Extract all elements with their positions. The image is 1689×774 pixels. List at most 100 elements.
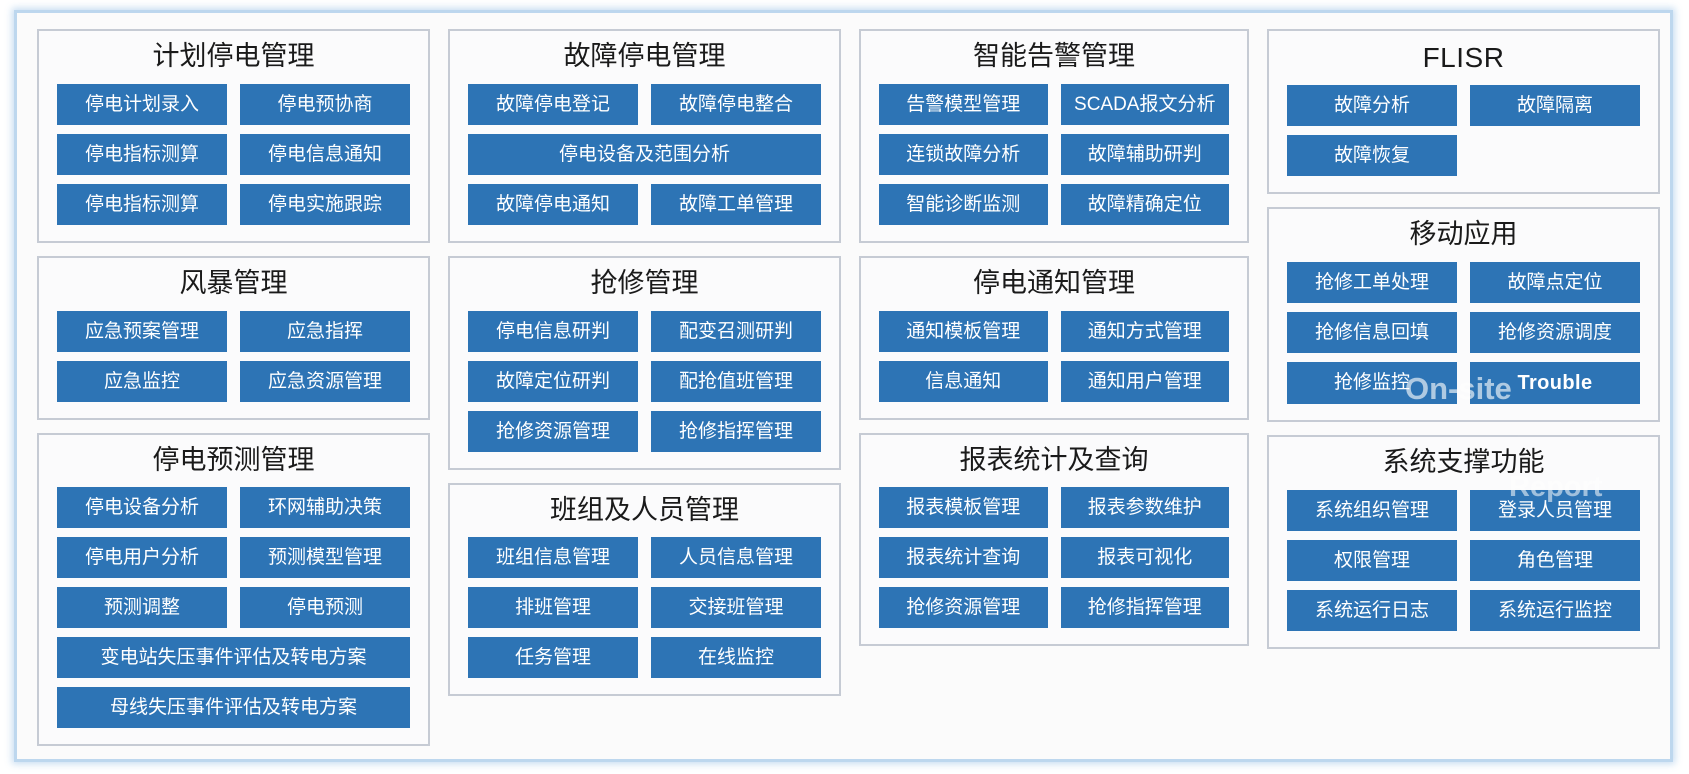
module-button[interactable]: 配变召测研判 [651, 310, 821, 352]
module-button[interactable]: 变电站失压事件评估及转电方案 [57, 637, 410, 679]
module-column: FLISR 故障分析故障隔离故障恢复移动应用抢修工单处理故障点定位抢修信息回填抢修… [1267, 29, 1660, 746]
module-panel: 智能告警管理告警模型管理 SCADA报文分析连锁故障分析故障辅助研判智能诊断监测故… [859, 29, 1249, 243]
module-button[interactable]: 抢修资源管理 [468, 410, 638, 452]
module-button[interactable]: Trouble [1470, 361, 1640, 404]
panel-title: 停电通知管理 [973, 267, 1135, 298]
module-button[interactable]: 通知模板管理 [879, 310, 1048, 352]
module-button[interactable]: 系统运行日志 [1287, 589, 1457, 631]
module-button[interactable]: 抢修指挥管理 [651, 410, 821, 452]
module-panel: FLISR 故障分析故障隔离故障恢复 [1267, 29, 1660, 194]
module-button[interactable]: 故障定位研判 [468, 360, 638, 402]
module-button[interactable]: 故障停电整合 [651, 83, 821, 125]
module-button[interactable]: 交接班管理 [651, 587, 821, 629]
module-button[interactable]: 配抢值班管理 [651, 360, 821, 402]
module-button[interactable]: 故障辅助研判 [1060, 133, 1229, 175]
module-button[interactable]: 报表可视化 [1060, 537, 1229, 579]
module-panel: 计划停电管理停电计划录入停电预协商停电指标测算停电信息通知停电指标测算停电实施跟… [37, 29, 430, 243]
module-panel: 故障停电管理故障停电登记故障停电整合停电设备及范围分析故障停电通知故障工单管理 [448, 29, 841, 243]
module-button[interactable]: 应急预案管理 [57, 310, 227, 352]
panel-button-grid: 停电设备分析环网辅助决策停电用户分析预测模型管理预测调整停电预测变电站失压事件评… [57, 487, 410, 729]
module-button[interactable]: 通知方式管理 [1060, 310, 1229, 352]
module-button[interactable]: 报表参数维护 [1060, 487, 1229, 529]
module-button[interactable]: 应急指挥 [240, 310, 410, 352]
module-button[interactable]: 停电计划录入 [57, 83, 227, 125]
module-button[interactable]: 排班管理 [468, 587, 638, 629]
module-button[interactable]: 应急资源管理 [240, 360, 410, 402]
module-button[interactable]: 登录人员管理 [1470, 489, 1640, 531]
module-button[interactable]: 停电设备及范围分析 [468, 133, 821, 175]
module-button[interactable]: 报表模板管理 [879, 487, 1048, 529]
module-panel: 风暴管理应急预案管理应急指挥应急监控应急资源管理 [37, 255, 430, 420]
module-button[interactable]: 通知用户管理 [1060, 360, 1229, 402]
panel-button-grid: 报表模板管理报表参数维护报表统计查询报表可视化抢修资源管理抢修指挥管理 [879, 487, 1229, 629]
module-column: 故障停电管理故障停电登记故障停电整合停电设备及范围分析故障停电通知故障工单管理抢… [448, 29, 841, 746]
module-button[interactable]: 在线监控 [651, 637, 821, 679]
panel-button-grid: 告警模型管理 SCADA报文分析连锁故障分析故障辅助研判智能诊断监测故障精确定位 [879, 83, 1229, 225]
module-button[interactable]: 告警模型管理 [879, 83, 1048, 125]
panel-title: 停电预测管理 [152, 444, 315, 475]
module-button[interactable]: 故障恢复 [1287, 135, 1457, 176]
module-button[interactable]: 停电预测 [240, 587, 410, 629]
module-button[interactable]: 抢修指挥管理 [1060, 587, 1229, 629]
panel-title: 抢修管理 [590, 267, 699, 298]
panel-button-grid: 班组信息管理人员信息管理排班管理交接班管理任务管理在线监控 [468, 537, 821, 679]
module-button[interactable]: 人员信息管理 [651, 537, 821, 579]
module-button[interactable]: 停电指标测算 [57, 183, 227, 225]
module-button[interactable]: 停电信息研判 [468, 310, 638, 352]
module-button[interactable]: 故障停电登记 [468, 83, 638, 125]
module-button[interactable]: 报表统计查询 [879, 537, 1048, 579]
module-column: 智能告警管理告警模型管理 SCADA报文分析连锁故障分析故障辅助研判智能诊断监测故… [859, 29, 1249, 746]
module-panel: 停电预测管理停电设备分析环网辅助决策停电用户分析预测模型管理预测调整停电预测变电… [37, 432, 430, 747]
module-button[interactable]: 抢修监控 [1287, 361, 1457, 404]
outer-frame: 计划停电管理停电计划录入停电预协商停电指标测算停电信息通知停电指标测算停电实施跟… [14, 10, 1673, 762]
module-panel: 报表统计及查询报表模板管理报表参数维护报表统计查询报表可视化抢修资源管理抢修指挥… [859, 432, 1249, 647]
module-button[interactable]: 故障隔离 [1470, 85, 1640, 126]
module-column: 计划停电管理停电计划录入停电预协商停电指标测算停电信息通知停电指标测算停电实施跟… [37, 29, 430, 747]
panel-button-grid: 停电信息研判配变召测研判故障定位研判配抢值班管理抢修资源管理抢修指挥管理 [468, 310, 821, 452]
module-button[interactable]: 抢修工单处理 [1287, 261, 1457, 303]
module-button[interactable]: 故障分析 [1287, 85, 1457, 126]
module-button[interactable]: 故障工单管理 [651, 183, 821, 225]
module-button[interactable]: 角色管理 [1470, 539, 1640, 581]
module-panel: 停电通知管理通知模板管理通知方式管理信息通知通知用户管理 [859, 255, 1249, 420]
module-button[interactable]: 环网辅助决策 [240, 487, 410, 529]
module-button[interactable]: 抢修资源管理 [879, 587, 1048, 629]
module-button[interactable]: 停电用户分析 [57, 537, 227, 579]
module-button[interactable]: 任务管理 [468, 637, 638, 679]
module-button[interactable]: 抢修信息回填 [1287, 311, 1457, 353]
panel-title: 智能告警管理 [973, 41, 1135, 71]
panel-button-grid: 应急预案管理应急指挥应急监控应急资源管理 [57, 310, 410, 402]
module-button[interactable]: 预测调整 [57, 587, 227, 629]
panel-button-grid: 抢修工单处理故障点定位抢修信息回填抢修资源调度抢修监控 Trouble [1287, 261, 1640, 404]
module-panel: 移动应用抢修工单处理故障点定位抢修信息回填抢修资源调度抢修监控 Trouble [1267, 207, 1660, 422]
module-button[interactable]: 故障停电通知 [468, 183, 638, 225]
module-button[interactable]: 停电预协商 [240, 83, 410, 125]
module-button[interactable]: 停电设备分析 [57, 487, 227, 529]
panel-button-grid: 故障分析故障隔离故障恢复 [1287, 85, 1640, 176]
module-button[interactable]: 停电信息通知 [240, 133, 410, 175]
module-button[interactable]: 母线失压事件评估及转电方案 [57, 687, 410, 729]
module-button[interactable]: SCADA报文分析 [1060, 83, 1229, 125]
module-button[interactable]: 连锁故障分析 [879, 133, 1048, 175]
panel-title: 故障停电管理 [563, 41, 726, 71]
panel-title: 移动应用 [1409, 219, 1518, 249]
module-button[interactable]: 应急监控 [57, 360, 227, 402]
panel-title: 系统支撑功能 [1382, 446, 1545, 477]
module-button[interactable]: 抢修资源调度 [1470, 311, 1640, 353]
module-panel: 抢修管理停电信息研判配变召测研判故障定位研判配抢值班管理抢修资源管理抢修指挥管理 [448, 255, 841, 470]
module-button[interactable]: 停电实施跟踪 [240, 183, 410, 225]
module-button[interactable]: 系统运行监控 [1470, 589, 1640, 631]
panel-title: FLISR [1422, 42, 1505, 73]
module-button[interactable]: 故障点定位 [1470, 261, 1640, 303]
module-button[interactable]: 预测模型管理 [240, 537, 410, 579]
module-button[interactable]: 班组信息管理 [468, 537, 638, 579]
module-button[interactable]: 故障精确定位 [1060, 183, 1229, 225]
module-button[interactable]: 智能诊断监测 [879, 183, 1048, 225]
module-button[interactable]: 信息通知 [879, 360, 1048, 402]
panel-button-grid: 系统组织管理登录人员管理权限管理角色管理系统运行日志系统运行监控 [1287, 489, 1640, 631]
module-button[interactable]: 系统组织管理 [1287, 489, 1457, 531]
module-button[interactable]: 停电指标测算 [57, 133, 227, 175]
module-button[interactable]: 权限管理 [1287, 539, 1457, 581]
panel-button-grid: 故障停电登记故障停电整合停电设备及范围分析故障停电通知故障工单管理 [468, 83, 821, 225]
panel-button-grid: 停电计划录入停电预协商停电指标测算停电信息通知停电指标测算停电实施跟踪 [57, 83, 410, 225]
